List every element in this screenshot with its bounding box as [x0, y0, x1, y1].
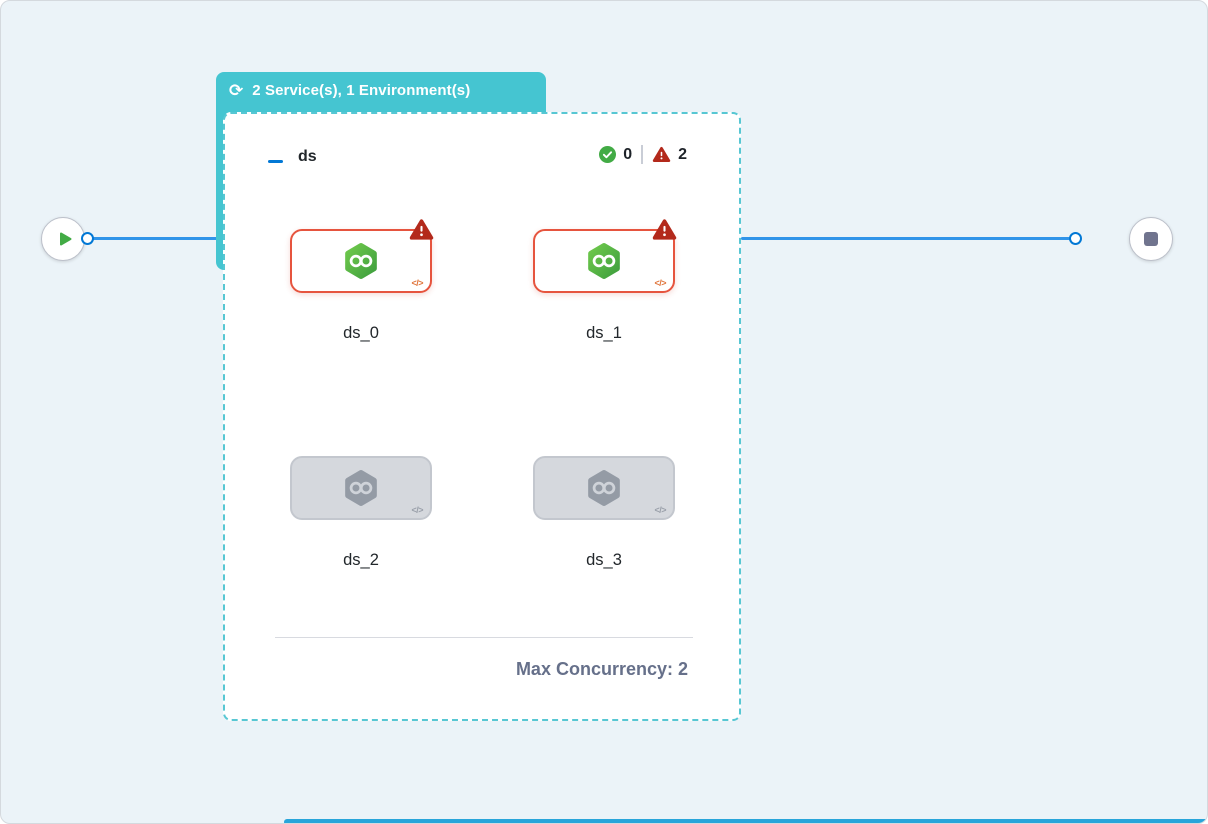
- service-label-ds_0: ds_0: [343, 324, 379, 342]
- warning-triangle-badge: [652, 219, 677, 240]
- end-node-port[interactable]: [1069, 232, 1082, 245]
- service-node-ds_3[interactable]: </>: [533, 456, 675, 520]
- start-node-port[interactable]: [81, 232, 94, 245]
- horizontal-scrollbar[interactable]: [284, 819, 1207, 823]
- service-hexagon-icon: [345, 470, 377, 506]
- warning-triangle-icon: [652, 146, 671, 163]
- edge-start-to-group: [85, 237, 231, 240]
- group-footer-divider: [275, 637, 693, 638]
- matrix-badge[interactable]: ⟳ 2 Service(s), 1 Environment(s): [216, 72, 546, 99]
- service-hexagon-icon: [588, 243, 620, 279]
- code-icon: </>: [411, 505, 423, 515]
- play-icon: [59, 232, 71, 246]
- status-divider: [641, 145, 644, 164]
- max-concurrency-label: Max Concurrency: 2: [515, 659, 688, 679]
- stop-icon: [1144, 232, 1158, 246]
- code-icon: </>: [654, 278, 666, 288]
- group-name: ds: [298, 148, 317, 165]
- service-hexagon-icon: [588, 470, 620, 506]
- code-icon: </>: [654, 505, 666, 515]
- service-label-ds_2: ds_2: [343, 551, 379, 569]
- service-label-ds_1: ds_1: [586, 324, 622, 342]
- success-count: 0: [623, 145, 633, 163]
- stage-group: ds 0 2 </>: [223, 112, 741, 721]
- edge-group-to-end: [741, 237, 1070, 240]
- service-node-ds_0[interactable]: </>: [290, 219, 434, 293]
- service-node-ds_2[interactable]: </>: [290, 456, 432, 520]
- service-label-ds_3: ds_3: [586, 551, 622, 569]
- matrix-badge-label: 2 Service(s), 1 Environment(s): [252, 82, 471, 99]
- error-count: 2: [678, 145, 687, 163]
- service-hexagon-icon: [345, 243, 377, 279]
- warning-triangle-badge: [409, 219, 434, 240]
- code-icon: </>: [411, 278, 423, 288]
- status-cluster: 0 2: [599, 145, 687, 164]
- service-node-ds_1[interactable]: </>: [533, 219, 677, 293]
- loop-icon: ⟳: [229, 81, 244, 100]
- check-circle-icon: [599, 146, 617, 163]
- collapse-icon[interactable]: [268, 160, 283, 163]
- end-node[interactable]: [1129, 217, 1173, 261]
- start-node[interactable]: [41, 217, 85, 261]
